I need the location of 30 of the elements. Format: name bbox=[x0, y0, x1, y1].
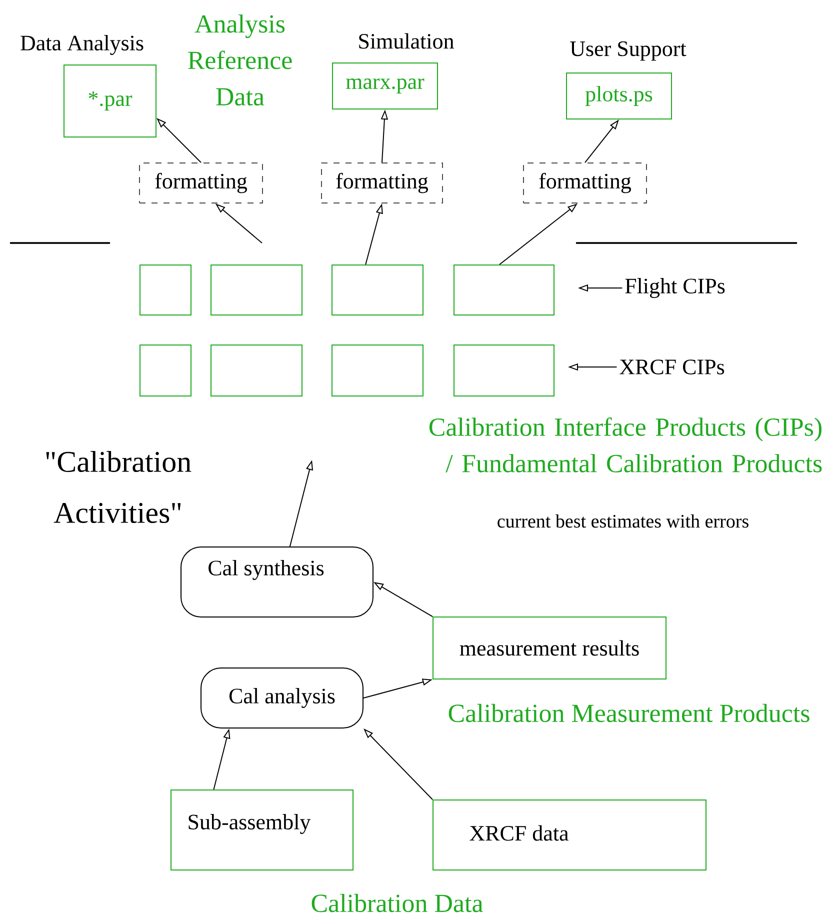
box bbox=[454, 264, 554, 316]
box bbox=[140, 264, 192, 316]
box bbox=[210, 344, 302, 396]
rounded-box: Cal analysis bbox=[200, 668, 364, 728]
text-label: XRCF CIPs bbox=[620, 360, 724, 374]
dashed-box: formatting bbox=[321, 162, 443, 204]
section-title: "Calibration Activities" bbox=[46, 450, 192, 524]
note-text: current best estimates with errors bbox=[498, 514, 748, 528]
box: Simulation marx.par bbox=[332, 33, 454, 110]
box: measurement results bbox=[432, 616, 666, 680]
box bbox=[140, 344, 192, 396]
node-label: User Support bbox=[570, 41, 686, 61]
node-label: Simulation bbox=[359, 33, 454, 49]
text-label: Flight CIPs bbox=[625, 278, 725, 298]
dashed-box: formatting bbox=[523, 162, 647, 204]
box: Sub-assembly bbox=[170, 790, 354, 870]
rounded-box: Cal synthesis bbox=[180, 546, 374, 618]
group-heading: Calibration Measurement Products bbox=[448, 704, 810, 722]
box bbox=[332, 344, 424, 396]
box bbox=[454, 344, 554, 396]
box bbox=[210, 264, 302, 316]
group-heading: Calibration Interface Products (CIPs) / Fundamental Calibration Products bbox=[429, 417, 822, 472]
box bbox=[332, 264, 424, 316]
box: Data Analysis *.par bbox=[20, 35, 156, 138]
group-heading: Calibration Data bbox=[312, 894, 483, 912]
box: User Support plots.ps bbox=[566, 41, 686, 120]
group-heading: Analysis Reference Data bbox=[188, 14, 292, 106]
box: XRCF data bbox=[432, 800, 706, 870]
node-label: Data Analysis bbox=[20, 35, 144, 55]
dashed-box: formatting bbox=[139, 162, 263, 204]
